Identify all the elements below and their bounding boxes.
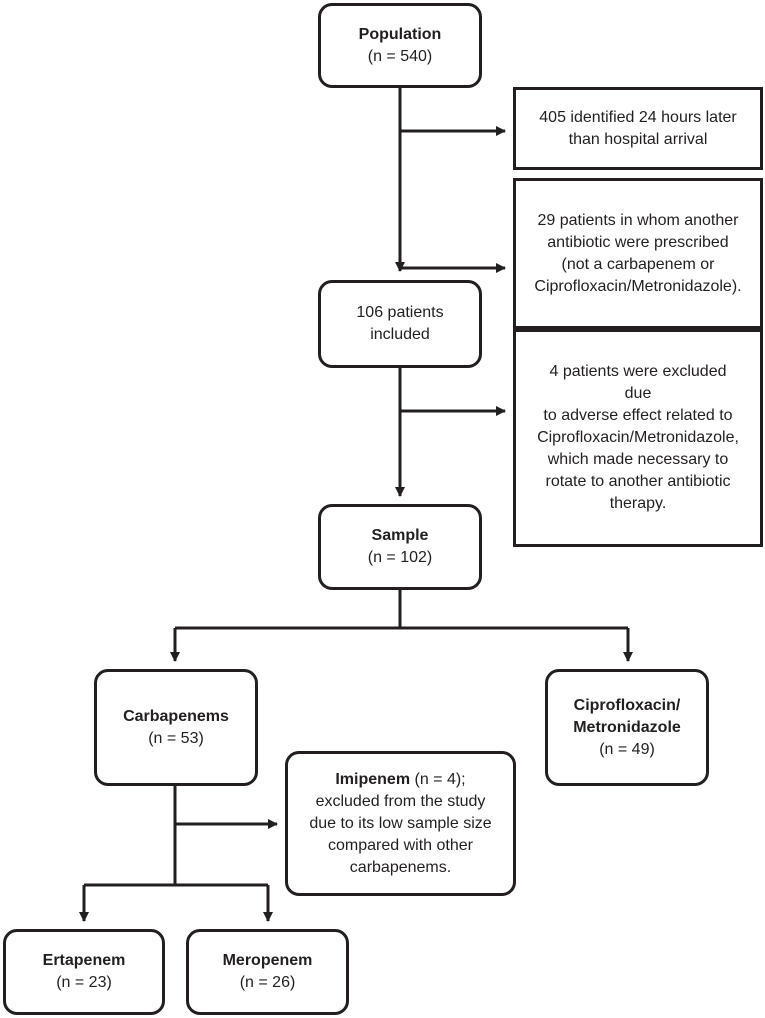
exclusion-4-line7: therapy. [609,495,667,512]
carbapenems-title: Carbapenems [123,707,229,725]
cipro-title-line1: Ciprofloxacin/ [573,696,681,714]
population-box: Population (n = 540) [318,3,482,88]
cipro-count: (n = 49) [599,740,655,758]
included-line1: 106 patients [356,304,444,321]
exclusion-29-line2: antibiotic were prescribed [547,233,729,251]
exclusion-405-line1: 405 identified 24 hours later [539,108,737,126]
imipenem-line2: excluded from the study [315,792,486,810]
exclusion-box-29: 29 patients in whom another antibiotic w… [513,178,763,329]
imipenem-title: Imipenem [335,770,411,788]
imipenem-line1: Imipenem (n = 4); [335,769,465,791]
sample-box: Sample (n = 102) [318,504,482,590]
exclusion-29-line3: (not a carbapenem or [561,255,715,273]
exclusion-29-line1: 29 patients in whom another [537,211,739,229]
exclusion-box-405: 405 identified 24 hours later than hospi… [513,87,763,170]
cipro-metro-box: Ciprofloxacin/ Metronidazole (n = 49) [545,669,709,786]
imipenem-line3: due to its low sample size [309,814,492,832]
exclusion-4-line1: 4 patients were excluded [549,363,727,380]
imipenem-count: (n = 4); [410,770,466,788]
meropenem-box: Meropenem (n = 26) [186,929,349,1015]
imipenem-box: Imipenem (n = 4); excluded from the stud… [285,751,516,896]
ertapenem-title: Ertapenem [42,952,126,969]
imipenem-line5: carbapenems. [349,858,452,876]
carbapenems-count: (n = 53) [148,729,204,747]
meropenem-count: (n = 26) [239,974,296,991]
meropenem-title: Meropenem [222,952,313,969]
exclusion-405-line2: than hospital arrival [568,130,708,148]
sample-count: (n = 102) [367,549,433,566]
exclusion-box-4: 4 patients were excluded due to adverse … [513,329,763,547]
imipenem-line4: compared with other [328,836,473,854]
included-box: 106 patients included [318,280,482,368]
population-count: (n = 540) [367,47,433,65]
included-line2: included [370,326,430,343]
exclusion-4-line3: to adverse effect related to [543,407,733,424]
ertapenem-count: (n = 23) [56,974,112,991]
sample-title: Sample [371,527,429,544]
exclusion-4-line2: due [624,385,652,402]
exclusion-29-line4: Ciprofloxacin/Metronidazole). [534,277,742,295]
cipro-title-line2: Metronidazole [573,718,681,736]
ertapenem-box: Ertapenem (n = 23) [3,929,165,1015]
carbapenems-box: Carbapenems (n = 53) [94,669,258,786]
exclusion-4-line6: rotate to another antibiotic [545,473,731,490]
exclusion-4-line4: Ciprofloxacin/Metronidazole, [537,429,739,446]
population-title: Population [358,25,442,43]
exclusion-4-line5: which made necessary to [547,451,729,468]
